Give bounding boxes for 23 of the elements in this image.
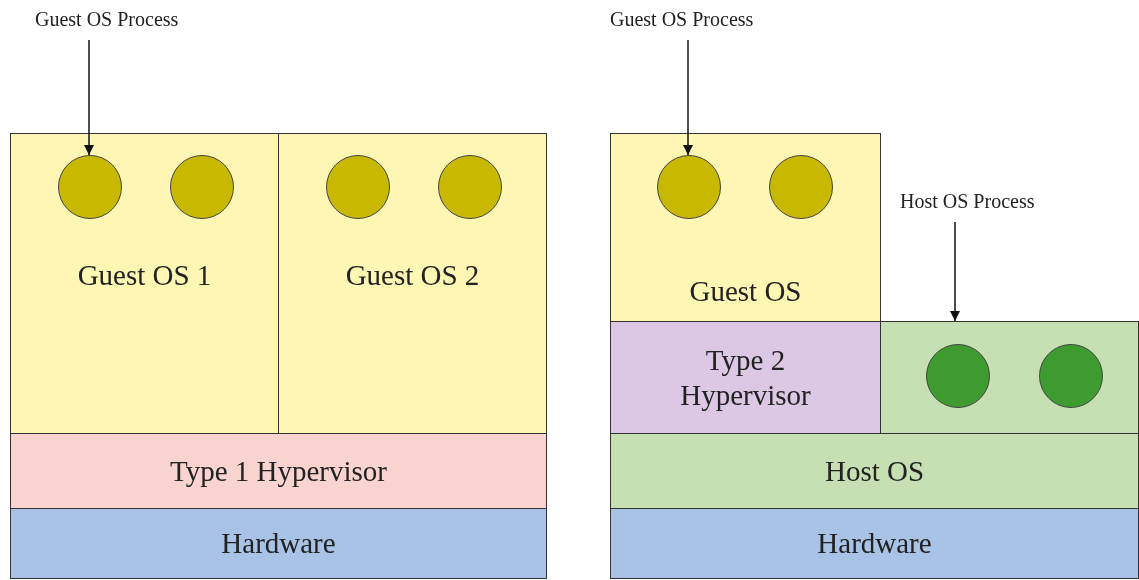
layer-label: Guest OS 1 [77, 258, 212, 293]
callout-text: Guest OS Process [610, 8, 754, 36]
layer-label: Guest OS [689, 274, 802, 309]
guest-os-box [278, 133, 547, 434]
layer-label: Hardware [817, 526, 932, 561]
arrow [84, 39, 94, 156]
guest-os-box [610, 133, 881, 322]
hardware-layer [610, 508, 1139, 579]
callout-text: Guest OS Process [35, 8, 179, 36]
layer-label: Hardware [221, 526, 336, 561]
arrow [950, 221, 960, 322]
hardware-layer [10, 508, 547, 579]
arrow [683, 39, 693, 156]
hypervisor-layer [10, 433, 547, 509]
layer-label: Host OS [824, 453, 925, 489]
layer-label: Type 2 Hypervisor [679, 342, 812, 413]
guest-os-box [10, 133, 279, 434]
layer-label: Guest OS 2 [345, 258, 480, 293]
callout-text: Host OS Process [900, 190, 1035, 218]
hypervisor-layer [610, 321, 881, 434]
host-process-area [880, 321, 1139, 434]
layer-label: Type 1 Hypervisor [169, 453, 387, 489]
host-os-layer [610, 433, 1139, 509]
